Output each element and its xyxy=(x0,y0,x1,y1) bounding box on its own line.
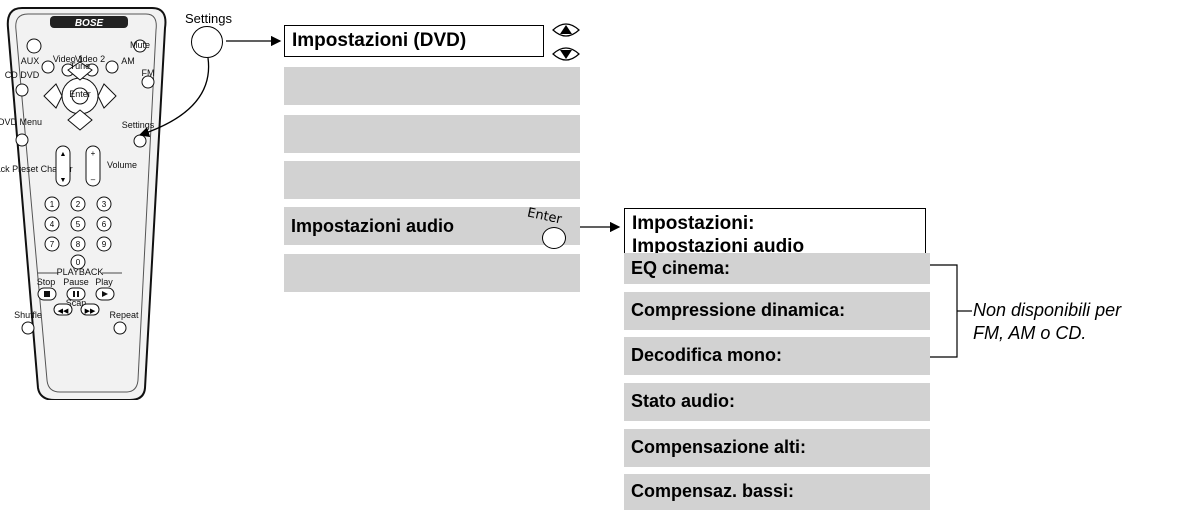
scan-forward-button[interactable]: ▶▶ xyxy=(80,303,100,316)
settings-button[interactable] xyxy=(191,26,223,58)
aux-label: AUX xyxy=(21,56,40,66)
volume-rocker[interactable]: +– xyxy=(85,145,101,187)
repeat-label: Repeat xyxy=(109,310,139,320)
digit-button-7[interactable]: 7 xyxy=(44,236,60,252)
track-rocker[interactable]: ▲▼ xyxy=(55,145,71,187)
playback-label: PLAYBACK xyxy=(57,267,104,277)
digit-button-8[interactable]: 8 xyxy=(70,236,86,252)
svg-text:▼: ▼ xyxy=(60,177,67,184)
digit-button-3[interactable]: 3 xyxy=(96,196,112,212)
digit-button-5[interactable]: 5 xyxy=(70,216,86,232)
stop-label: Stop xyxy=(37,277,56,287)
mute-button[interactable] xyxy=(133,39,147,53)
digit-button-9[interactable]: 9 xyxy=(96,236,112,252)
enter-button[interactable] xyxy=(542,227,566,249)
svg-text:◀◀: ◀◀ xyxy=(58,308,69,315)
note-line1: Non disponibili per xyxy=(973,300,1122,320)
am-button[interactable] xyxy=(105,60,119,74)
dvd-menu-button[interactable] xyxy=(15,133,29,147)
audio-menu-row[interactable]: EQ cinema: xyxy=(624,253,930,284)
digit-button-4[interactable]: 4 xyxy=(44,216,60,232)
down-arrow-icon xyxy=(552,47,580,61)
audio-menu-row[interactable]: Compressione dinamica: xyxy=(624,292,930,330)
digit-label: 5 xyxy=(76,220,81,229)
main-menu-title: Impostazioni (DVD) xyxy=(284,25,544,57)
settings-remote-label: Settings xyxy=(122,120,155,130)
video1-label: Video 1 xyxy=(53,54,83,64)
main-menu-title-text: Impostazioni (DVD) xyxy=(292,30,467,51)
audio-menu-title-line1: Impostazioni: xyxy=(632,213,755,234)
digit-button-6[interactable]: 6 xyxy=(96,216,112,232)
svg-text:–: – xyxy=(91,175,96,184)
scan-label: Scan xyxy=(66,298,87,308)
digit-label: 1 xyxy=(50,200,55,209)
stop-button[interactable] xyxy=(37,287,57,301)
track-label: Track Preset Chapter xyxy=(0,164,73,174)
digit-label: 7 xyxy=(50,240,55,249)
audio-menu-row[interactable]: Decodifica mono: xyxy=(624,337,930,375)
digit-button-0[interactable]: 0 xyxy=(70,254,86,270)
cd-dvd-label: CD DVD xyxy=(5,70,40,80)
up-arrow-button[interactable] xyxy=(551,16,581,42)
audio-menu-row[interactable]: Compensaz. bassi: xyxy=(624,474,930,510)
digit-button-2[interactable]: 2 xyxy=(70,196,86,212)
enter-center-label: Enter xyxy=(69,89,91,99)
pause-label: Pause xyxy=(63,277,89,287)
audio-menu-row[interactable]: Stato audio: xyxy=(624,383,930,421)
digit-button-1[interactable]: 1 xyxy=(44,196,60,212)
svg-text:▶▶: ▶▶ xyxy=(85,308,96,315)
navigation-pad[interactable] xyxy=(43,61,117,131)
settings-button-label: Settings xyxy=(185,11,232,26)
am-label: AM xyxy=(121,56,135,66)
play-button[interactable] xyxy=(95,287,115,301)
main-menu-row[interactable] xyxy=(284,254,580,292)
power-button[interactable] xyxy=(26,38,42,54)
brand-logo: BOSE xyxy=(75,18,104,29)
dvd-menu-label: DVD Menu xyxy=(0,117,42,127)
main-menu-row[interactable] xyxy=(284,67,580,105)
play-label: Play xyxy=(95,277,113,287)
aux-button[interactable] xyxy=(41,60,55,74)
main-menu-row[interactable] xyxy=(284,115,580,153)
digit-label: 9 xyxy=(102,240,107,249)
numeric-keypad: 1 2 3 4 5 6 7 8 9 0 xyxy=(44,196,112,270)
main-menu-row-audio[interactable]: Impostazioni audio xyxy=(284,207,580,245)
digit-label: 0 xyxy=(76,258,81,267)
digit-label: 8 xyxy=(76,240,81,249)
shuffle-button[interactable] xyxy=(21,321,35,335)
note-line2: FM, AM o CD. xyxy=(973,323,1087,343)
mute-label: Mute xyxy=(130,40,150,50)
svg-text:+: + xyxy=(91,149,96,158)
remote-control: BOSE Mute AUX Video 1 Video 2 AM CD DVD … xyxy=(0,7,167,400)
cd-dvd-button[interactable] xyxy=(15,83,29,97)
audio-menu-row[interactable]: Compensazione alti: xyxy=(624,429,930,467)
main-menu-row[interactable] xyxy=(284,161,580,199)
digit-label: 2 xyxy=(76,200,81,209)
digit-label: 3 xyxy=(102,200,107,209)
volume-label: Volume xyxy=(107,160,137,170)
repeat-button[interactable] xyxy=(113,321,127,335)
up-arrow-icon xyxy=(552,23,580,37)
fm-button[interactable] xyxy=(141,75,155,89)
audio-menu-title-line2: Impostazioni audio xyxy=(632,236,805,257)
digit-label: 6 xyxy=(102,220,107,229)
digit-label: 4 xyxy=(50,220,55,229)
tune-label: Tune xyxy=(70,61,90,71)
svg-text:▲: ▲ xyxy=(60,151,67,158)
shuffle-label: Shuffle xyxy=(14,310,42,320)
pause-button[interactable] xyxy=(66,287,86,301)
bracket xyxy=(930,264,958,358)
down-arrow-button[interactable] xyxy=(551,42,581,68)
settings-remote-button[interactable] xyxy=(133,134,147,148)
video2-label: Video 2 xyxy=(75,54,105,64)
scan-back-button[interactable]: ◀◀ xyxy=(53,303,73,316)
